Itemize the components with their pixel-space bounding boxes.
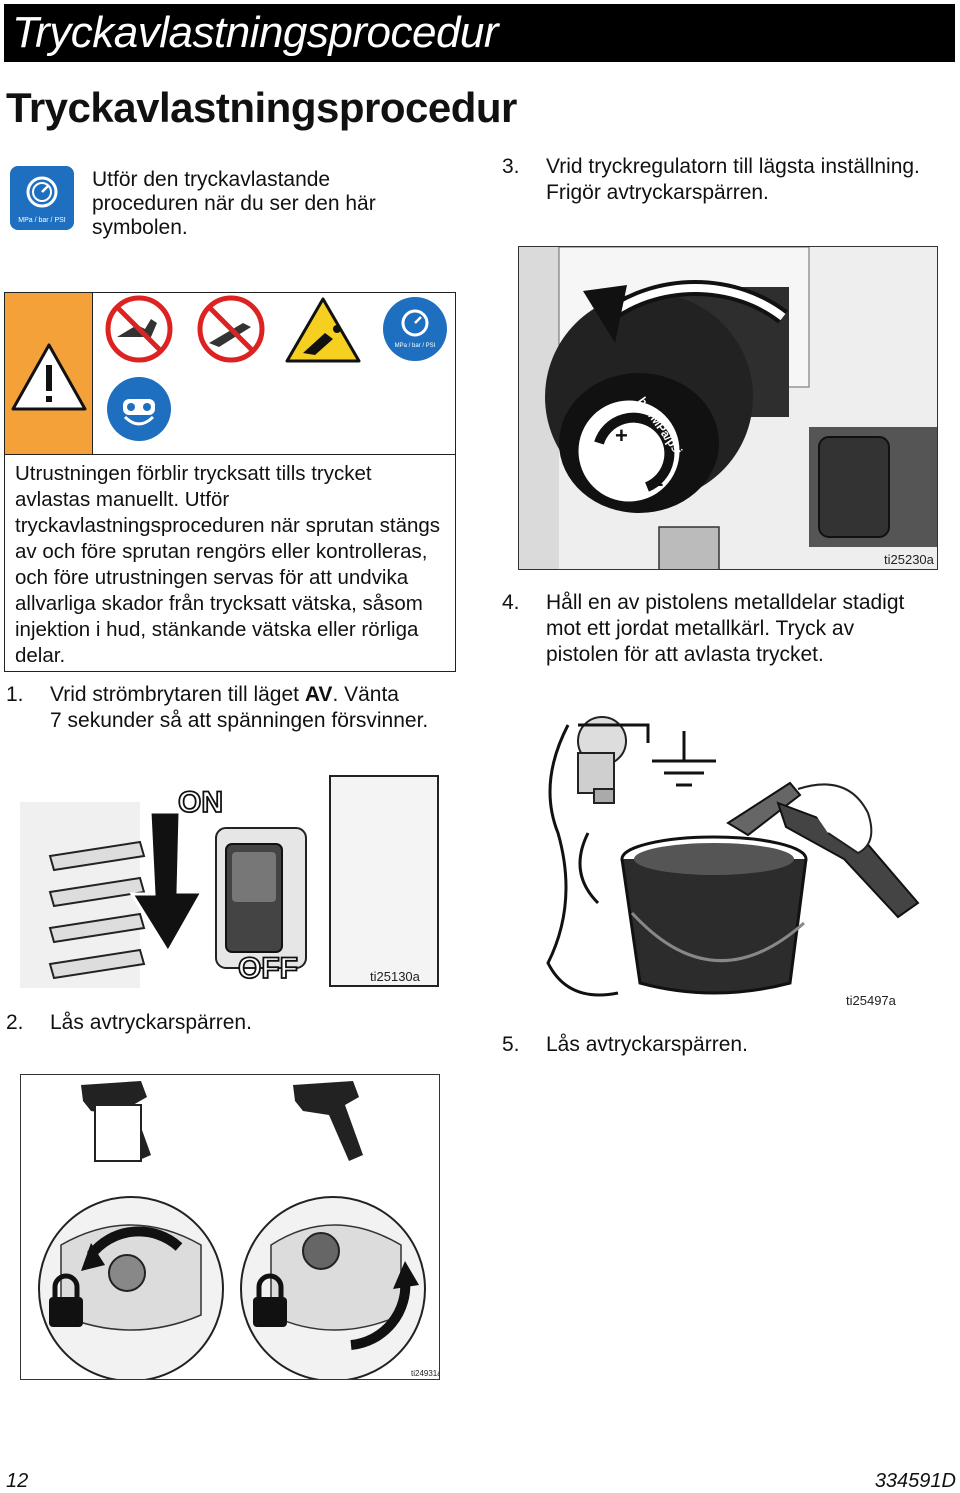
ground-symbol-icon (652, 731, 716, 787)
figure-ref: ti25230a (884, 552, 934, 567)
pressure-regulator-figure: + – bar/MPa/psi ti25230a (518, 246, 938, 570)
page-number: 12 (6, 1470, 29, 1492)
pressure-relief-icon: MPa / bar / PSI (383, 297, 447, 361)
warning-text-rest: Utför tryckavlastningsproceduren när spr… (15, 488, 441, 667)
grounding-figure (528, 703, 926, 1011)
injection-hazard-icon (285, 297, 361, 363)
hand (797, 783, 873, 855)
figure-ref: ti25130a (370, 969, 420, 984)
warning-icon-label: MPa / bar / PSI (395, 343, 436, 349)
lock-icon (253, 1273, 287, 1327)
step-number: 2. (6, 1011, 24, 1034)
rotate-ccw-arrow-icon (583, 280, 788, 343)
pressure-knob: + – bar/MPa/psi (545, 293, 753, 513)
spray-gun-icon (293, 1081, 363, 1161)
arrow-down-icon (129, 810, 205, 955)
page-title: Tryckavlastningsprocedur (6, 84, 517, 131)
step-number: 1. (6, 683, 24, 706)
gun-lock-figure: ti24931a (20, 1074, 440, 1380)
step-number: 3. (502, 155, 520, 178)
step-text: mot ett jordat metallkärl. Tryck av (546, 617, 855, 640)
warning-panel (5, 293, 93, 455)
no-spray-finger-icon (197, 295, 265, 363)
step-5: 5. Lås avtryckarspärren. (502, 1032, 957, 1058)
lock-icon (49, 1273, 83, 1327)
spray-gun-icon (81, 1081, 151, 1162)
step-4: 4. Håll en av pistolens metalldelar stad… (502, 590, 957, 670)
no-hand-spray-icon (105, 295, 173, 363)
step-number: 4. (502, 591, 520, 614)
header-title: Tryckavlastningsprocedur (12, 8, 499, 57)
step-text: 7 sekunder så att spänningen försvinner. (50, 709, 429, 732)
header-bar: Tryckavlastningsprocedur (4, 4, 955, 62)
warning-triangle-icon (11, 343, 87, 411)
step-text: Håll en av pistolens metalldelar stadigt (546, 591, 905, 614)
step-number: 5. (502, 1033, 520, 1056)
document-number: 334591D (874, 1470, 956, 1492)
metal-pail-icon (620, 835, 808, 995)
step-text: Vrid tryckregulatorn till lägsta inställ… (546, 155, 920, 178)
on-label: ON (178, 786, 223, 819)
warning-text-line1: Utrustningen förblir trycksatt tills try… (15, 462, 372, 511)
step-text: Lås avtryckarspärren. (546, 1033, 748, 1056)
intro-icon-label: MPa / bar / PSI (18, 217, 66, 224)
step-text-bold: AV (304, 683, 333, 706)
step-text: . Vänta (332, 683, 399, 706)
step-2: 2. Lås avtryckarspärren. (6, 1010, 456, 1036)
intro-text: Utför den tryckavlastande proceduren när… (92, 168, 376, 239)
vent-slats (48, 840, 146, 980)
step-3: 3. Vrid tryckregulatorn till lägsta inst… (502, 154, 957, 206)
warning-box: MPa / bar / PSI Utrustningen förblir try… (4, 292, 456, 672)
figure-ref: ti24931a (411, 1369, 440, 1378)
dial-plus: + (615, 423, 628, 448)
dial-minus: – (651, 471, 663, 496)
water-faucet-icon (577, 716, 627, 804)
figure-ref: ti25497a (846, 993, 896, 1008)
step-text: Frigör avtryckarspärren. (546, 181, 769, 204)
power-switch-figure: ON OFF (20, 772, 440, 988)
step-text: Vrid strömbrytaren till läget (50, 683, 305, 706)
pressure-relief-icon: MPa / bar / PSI (10, 166, 74, 230)
warning-icons: MPa / bar / PSI (93, 293, 455, 455)
step-text: Lås avtryckarspärren. (50, 1011, 252, 1034)
warning-text: Utrustningen förblir trycksatt tills try… (15, 461, 445, 669)
step-text: pistolen för att avlasta trycket. (546, 643, 824, 666)
step-1: 1. Vrid strömbrytaren till läget AV. Vän… (6, 682, 456, 736)
wear-protective-gear-icon (107, 377, 171, 441)
off-label: OFF (238, 952, 298, 985)
spray-gun-icon (726, 781, 920, 919)
